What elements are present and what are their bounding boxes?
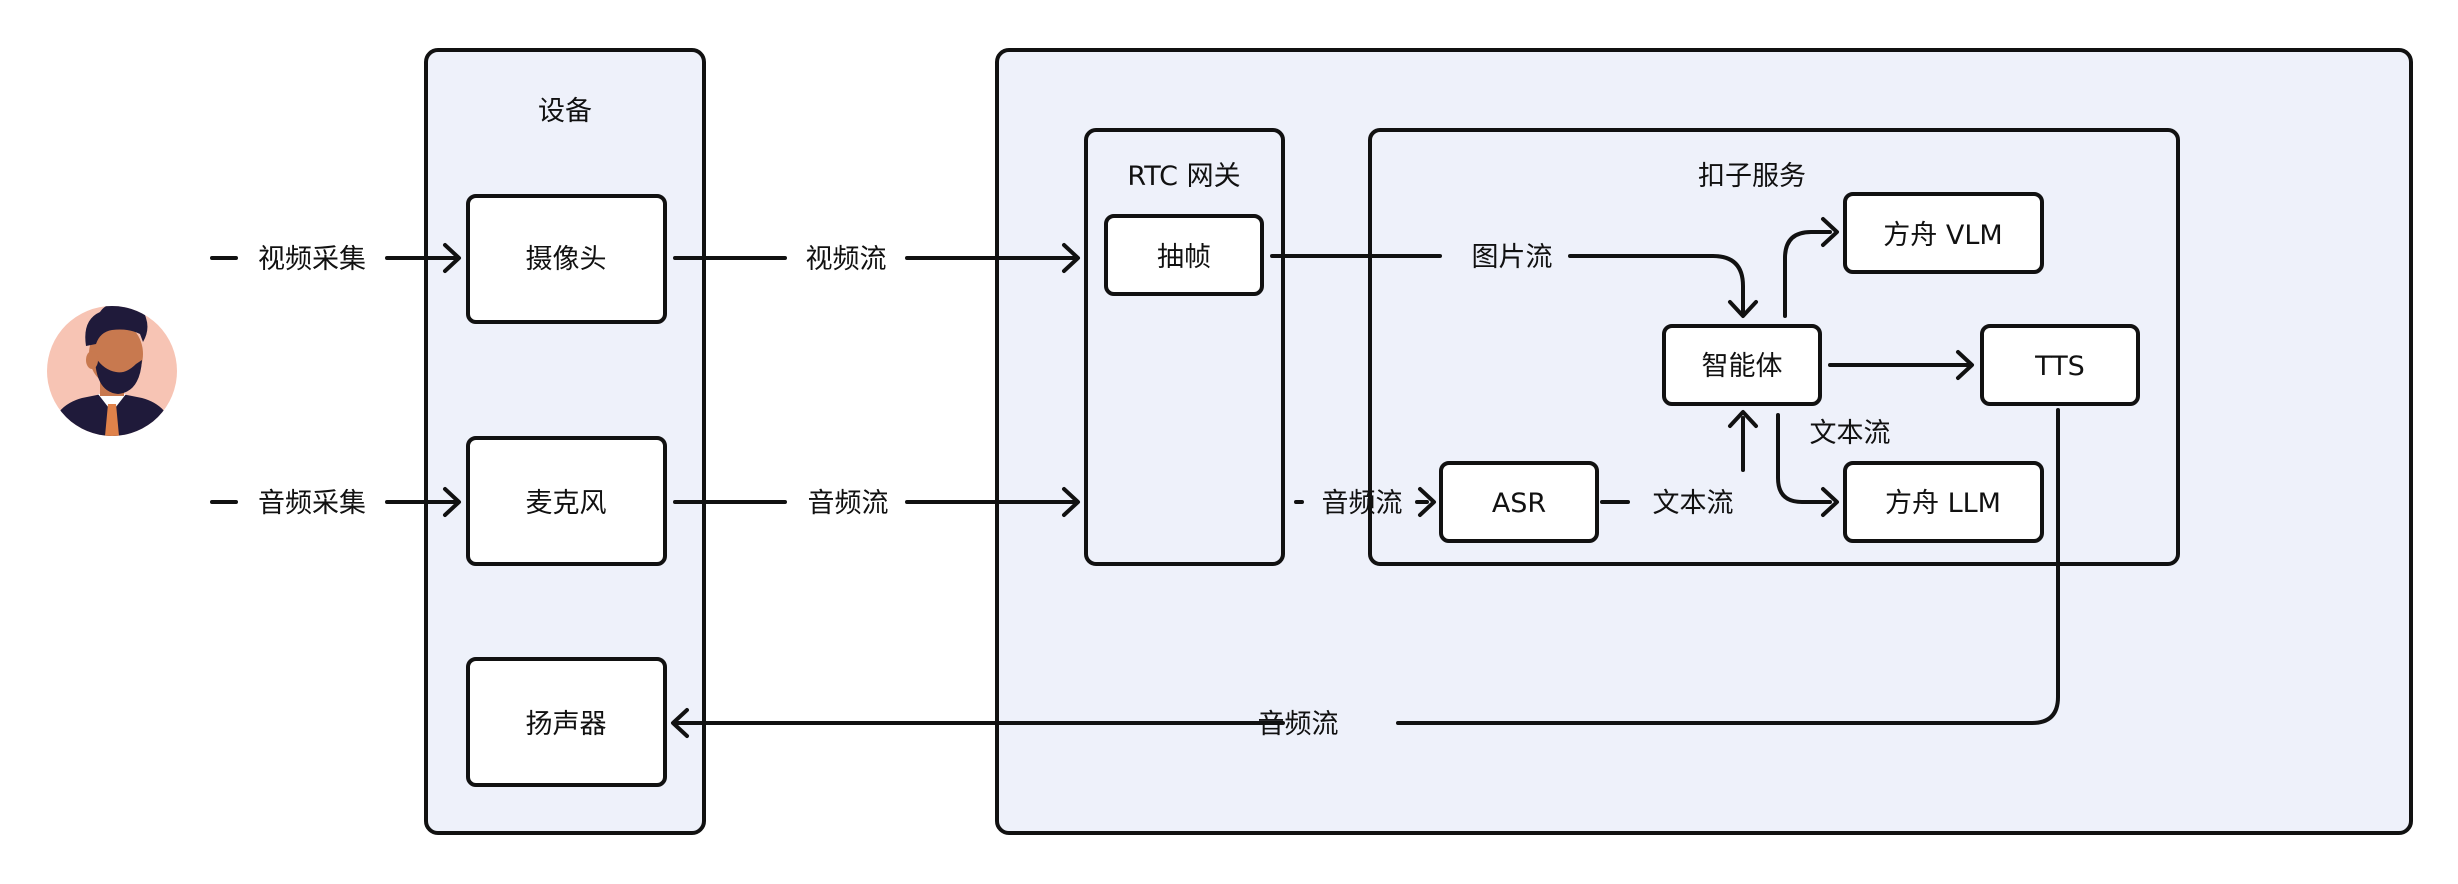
arrowhead-audio-capture xyxy=(443,487,461,517)
label-image-stream: 图片流 xyxy=(1472,242,1553,273)
tts-node xyxy=(1980,324,2140,406)
agent-node xyxy=(1662,324,1822,406)
coze-service-title: 扣子服务 xyxy=(1698,161,1806,192)
label-audio-stream-asr: 音频流 xyxy=(1322,488,1403,519)
camera-node xyxy=(466,194,667,324)
speaker-node xyxy=(466,657,667,787)
coze-service-group xyxy=(1368,128,2180,566)
microphone-label: 麦克风 xyxy=(526,488,607,519)
arrowhead-agent-vlm xyxy=(1821,217,1839,247)
label-audio-stream-return: 音频流 xyxy=(1258,709,1339,740)
edge-audio-stream-return xyxy=(675,408,2060,725)
arrowhead-audio-stream-return xyxy=(671,708,689,738)
label-audio-stream: 音频流 xyxy=(808,488,889,519)
label-text-stream-asr: 文本流 xyxy=(1653,488,1734,519)
user-avatar-icon xyxy=(47,306,177,436)
edge-agent-vlm xyxy=(1783,230,1832,318)
rtc-gateway-title: RTC 网关 xyxy=(1127,161,1240,192)
vlm-node xyxy=(1843,192,2044,274)
vlm-label: 方舟 VLM xyxy=(1883,220,2002,251)
microphone-node xyxy=(466,436,667,566)
frame-extract-label: 抽帧 xyxy=(1157,242,1211,273)
asr-label: ASR xyxy=(1492,488,1546,519)
arrowhead-video-stream xyxy=(1062,243,1080,273)
edge-image-stream xyxy=(1270,254,1745,314)
frame-extract-node xyxy=(1104,214,1264,296)
arrowhead-agent-llm xyxy=(1821,487,1839,517)
rtc-gateway-group xyxy=(1084,128,1285,566)
label-video-stream: 视频流 xyxy=(806,244,887,275)
speaker-label: 扬声器 xyxy=(526,709,607,740)
agent-label: 智能体 xyxy=(1702,351,1783,382)
label-audio-capture: 音频采集 xyxy=(258,488,366,519)
edge-agent-llm xyxy=(1776,413,1832,504)
llm-label: 方舟 LLM xyxy=(1885,488,2001,519)
arrowhead-video-capture xyxy=(443,243,461,273)
arrowhead-audio-stream xyxy=(1062,487,1080,517)
arrowhead-agent-tts xyxy=(1956,350,1974,380)
llm-node xyxy=(1843,461,2044,543)
device-group-title: 设备 xyxy=(538,96,592,127)
arrowhead-image-stream xyxy=(1728,300,1758,318)
tts-label: TTS xyxy=(2034,351,2085,382)
label-video-capture: 视频采集 xyxy=(258,244,366,275)
label-text-stream-llm: 文本流 xyxy=(1810,418,1891,449)
arrowhead-audio-stream-asr xyxy=(1418,487,1436,517)
asr-node xyxy=(1439,461,1599,543)
arrowhead-text-stream-up xyxy=(1728,410,1758,428)
camera-label: 摄像头 xyxy=(526,244,607,275)
